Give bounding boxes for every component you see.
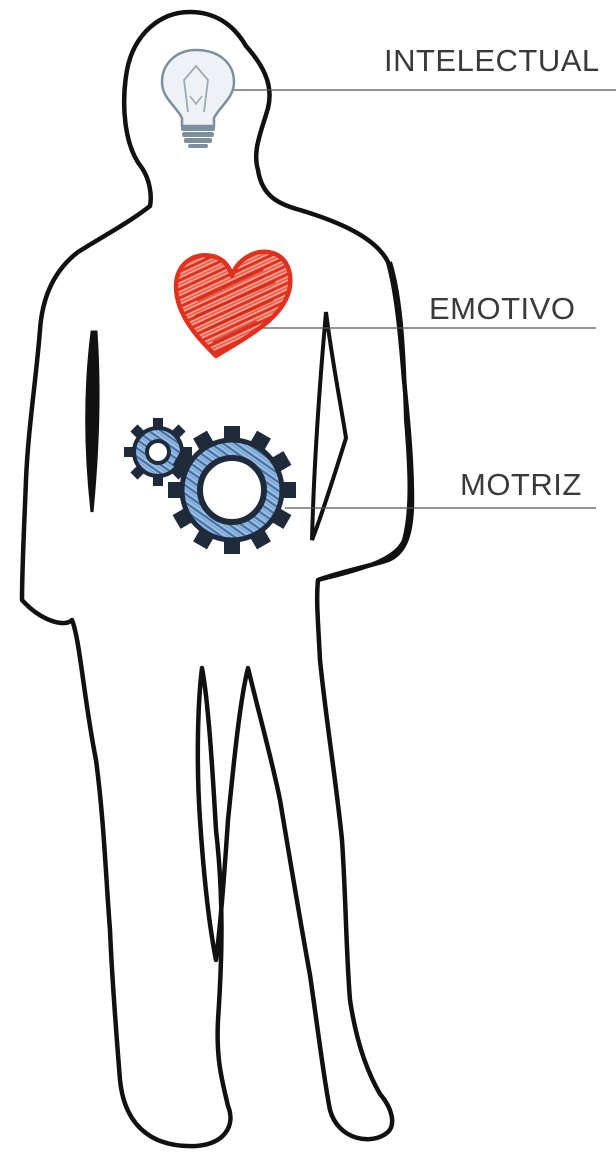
large-gear-icon: [168, 426, 296, 554]
left-arm-gap: [87, 332, 98, 512]
label-emotivo: EMOTIVO: [429, 293, 575, 324]
heart-icon: [176, 252, 290, 356]
label-motriz: MOTRIZ: [460, 469, 582, 500]
light-bulb-icon: [162, 50, 234, 148]
body-outline: [22, 12, 412, 1146]
label-intelectual: INTELECTUAL: [384, 45, 600, 76]
right-arm-gap: [312, 312, 346, 540]
